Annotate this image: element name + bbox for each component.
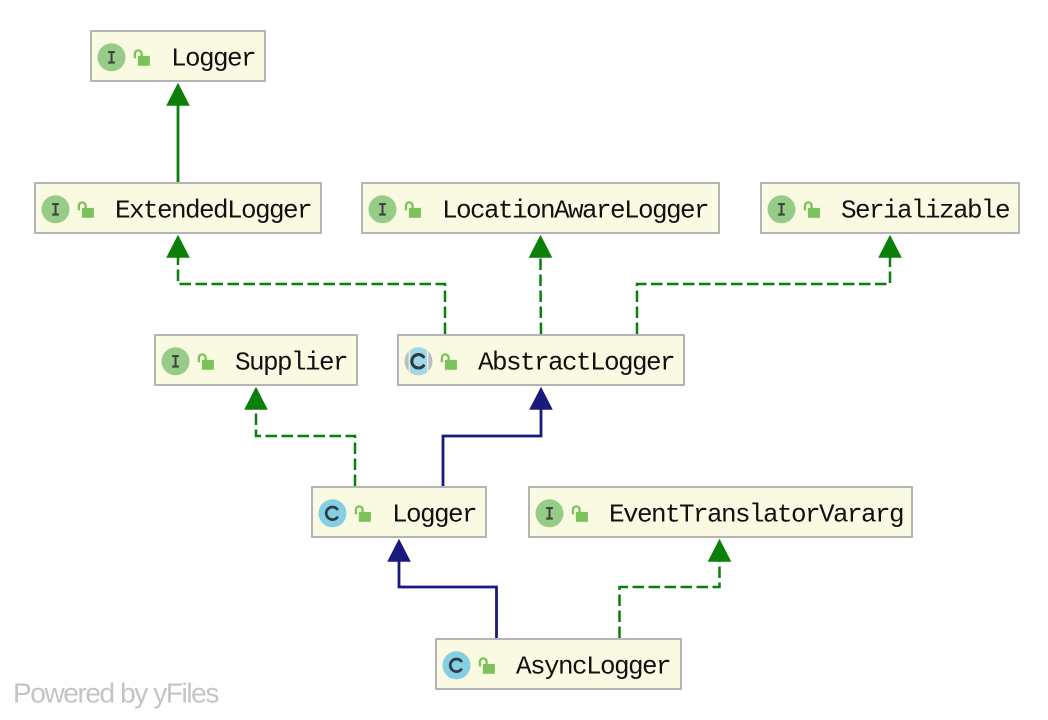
svg-text:LocationAwareLogger: LocationAwareLogger xyxy=(442,195,708,225)
svg-text:ExtendedLogger: ExtendedLogger xyxy=(115,195,311,225)
svg-text:Supplier: Supplier xyxy=(235,347,347,377)
svg-text:Serializable: Serializable xyxy=(841,195,1009,225)
svg-text:Logger: Logger xyxy=(392,499,476,529)
svg-text:Logger: Logger xyxy=(171,43,255,73)
svg-text:Powered by yFiles: Powered by yFiles xyxy=(13,677,218,708)
svg-text:AbstractLogger: AbstractLogger xyxy=(478,347,674,377)
svg-text:AsyncLogger: AsyncLogger xyxy=(516,651,670,681)
svg-text:EventTranslatorVararg: EventTranslatorVararg xyxy=(609,499,903,529)
